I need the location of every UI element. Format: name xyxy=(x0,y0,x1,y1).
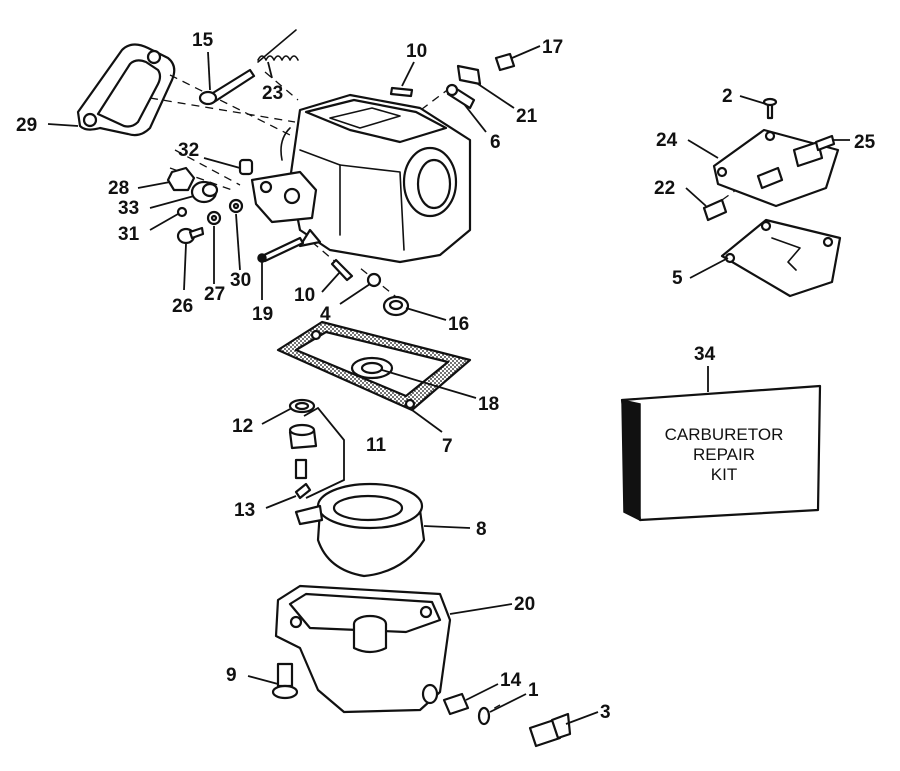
callout-26: 26 xyxy=(172,296,193,317)
callout-25: 25 xyxy=(854,132,876,153)
callout-32: 32 xyxy=(178,140,199,161)
plug-part-16 xyxy=(382,295,410,317)
plug-screw-part-3 xyxy=(528,712,572,748)
callout-24: 24 xyxy=(656,130,678,151)
kit-label-line2: REPAIR xyxy=(693,445,755,464)
callout-30: 30 xyxy=(230,270,251,291)
fitting-part-25 xyxy=(814,134,836,152)
callout-3: 3 xyxy=(600,702,611,723)
callout-31: 31 xyxy=(118,224,140,245)
screw-part-17 xyxy=(494,52,516,72)
gasket-part-5 xyxy=(720,218,842,298)
callout-20: 20 xyxy=(514,594,535,615)
spring-part-23 xyxy=(257,29,299,63)
callout-13: 13 xyxy=(234,500,255,521)
callout-labels: 15 23 10 17 21 6 29 32 28 33 31 26 27 30… xyxy=(16,30,876,723)
flange-gasket-part-29 xyxy=(76,43,176,137)
ball-part-4 xyxy=(366,272,382,288)
inlet-needle xyxy=(294,458,308,480)
kit-label-line1: CARBURETOR xyxy=(665,425,784,444)
callout-27: 27 xyxy=(204,284,225,305)
callout-16: 16 xyxy=(448,314,469,335)
screw-part-2 xyxy=(762,97,778,120)
callout-15: 15 xyxy=(192,30,214,51)
screw-part-26 xyxy=(176,226,205,245)
callout-14: 14 xyxy=(500,670,522,691)
callout-8: 8 xyxy=(476,519,487,540)
callout-21: 21 xyxy=(516,106,538,127)
cover-part-24 xyxy=(712,128,840,208)
callout-10-lower: 10 xyxy=(294,285,315,306)
washer-part-27 xyxy=(206,210,222,226)
pin-part-10-lower xyxy=(330,258,354,282)
callout-28: 28 xyxy=(108,178,129,199)
float-pin-part-6 xyxy=(445,83,476,110)
callout-18: 18 xyxy=(478,394,499,415)
callout-34: 34 xyxy=(694,344,716,365)
callout-17: 17 xyxy=(542,37,563,58)
callout-23: 23 xyxy=(262,83,283,104)
callout-7: 7 xyxy=(442,436,453,457)
jet-part-14 xyxy=(442,692,470,716)
needle-seat xyxy=(288,423,318,450)
oring-part-1 xyxy=(477,706,491,726)
callout-29: 29 xyxy=(16,115,37,136)
callout-33: 33 xyxy=(118,198,139,219)
callout-6: 6 xyxy=(490,132,501,153)
gasket-part-18 xyxy=(350,356,394,380)
nut-part-28 xyxy=(166,166,196,192)
washer-part-31 xyxy=(176,206,188,218)
float-bracket-part-21 xyxy=(456,64,482,86)
kit-label-line3: KIT xyxy=(711,465,737,484)
float-bowl-part-20 xyxy=(274,584,452,714)
float-part-8 xyxy=(294,482,426,578)
callout-5: 5 xyxy=(672,268,683,289)
screw-part-19 xyxy=(257,236,305,263)
lockwasher-part-30 xyxy=(228,198,244,214)
callout-19: 19 xyxy=(252,304,273,325)
callout-12: 12 xyxy=(232,416,253,437)
alignment-lines xyxy=(149,71,751,716)
washer-part-12 xyxy=(288,398,316,414)
needle-screw-part-15 xyxy=(198,68,256,106)
clip-part-13 xyxy=(294,482,312,500)
carburetor-body xyxy=(280,93,472,264)
callout-1: 1 xyxy=(528,680,539,701)
callout-2: 2 xyxy=(722,86,733,107)
callout-4: 4 xyxy=(320,304,331,325)
pin-part-10-top xyxy=(389,86,414,98)
callout-10-top: 10 xyxy=(406,41,427,62)
leader-lines xyxy=(47,45,850,725)
throttle-plate-part-32 xyxy=(238,158,318,224)
callout-11: 11 xyxy=(366,435,387,456)
callout-22: 22 xyxy=(654,178,675,199)
bushing-part-33 xyxy=(190,180,219,204)
repair-kit-box-part-34[interactable]: CARBURETOR REPAIR KIT xyxy=(620,384,822,522)
callout-9: 9 xyxy=(226,665,237,686)
screw-part-9 xyxy=(271,662,299,700)
fitting-part-22 xyxy=(702,198,728,222)
